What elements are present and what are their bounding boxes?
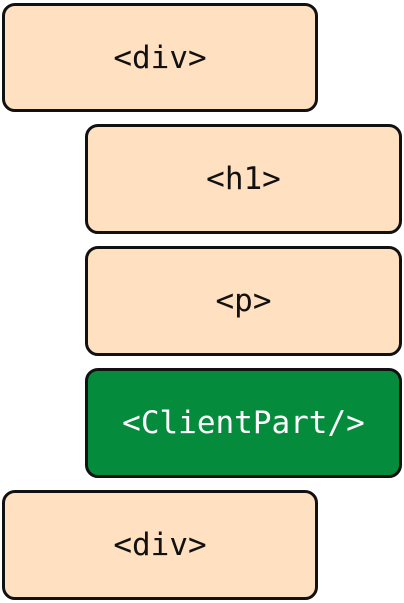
- closing-div-element-box: <div>: [2, 490, 318, 600]
- client-part-component-box: <ClientPart/>: [85, 368, 402, 478]
- node-label: <div>: [113, 39, 207, 76]
- p-element-box: <p>: [85, 246, 402, 356]
- h1-element-box: <h1>: [85, 124, 402, 234]
- node-label: <ClientPart/>: [122, 405, 365, 441]
- node-label: <p>: [215, 283, 272, 319]
- node-label: <h1>: [206, 161, 281, 197]
- div-element-box: <div>: [2, 3, 318, 112]
- node-label: <div>: [113, 527, 207, 563]
